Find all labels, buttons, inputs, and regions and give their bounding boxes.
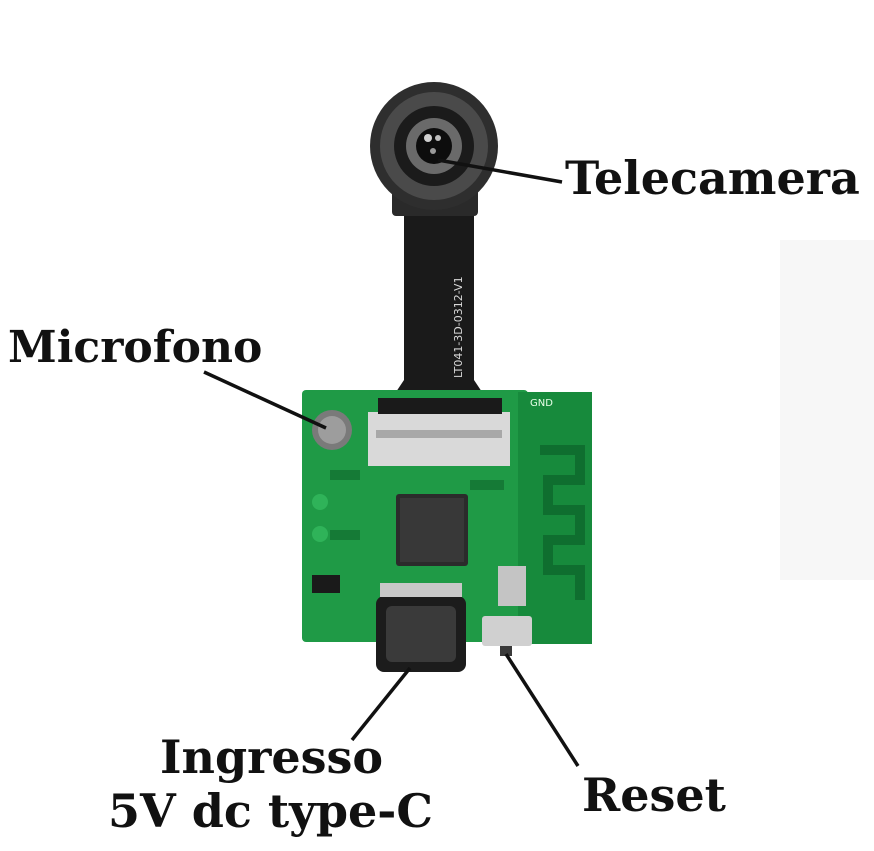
microfono-leader — [203, 370, 327, 430]
gnd-text: GND — [530, 398, 553, 409]
pcb-board: GND — [302, 390, 592, 672]
ingresso-label: Ingresso — [160, 730, 384, 784]
microfono-label: Microfono — [8, 322, 263, 373]
telecamera-label: Telecamera — [565, 151, 860, 205]
ingresso-sublabel: 5V dc type-C — [108, 784, 434, 838]
reset-leader — [504, 653, 580, 767]
reset-label: Reset — [582, 768, 726, 822]
flex-cable: LT041-3D-0312-V1 — [392, 205, 486, 398]
ingresso-leader — [350, 666, 412, 742]
flex-cable-text: LT041-3D-0312-V1 — [452, 276, 465, 378]
annotation-lines — [203, 158, 580, 767]
telecamera-leader — [437, 158, 563, 184]
